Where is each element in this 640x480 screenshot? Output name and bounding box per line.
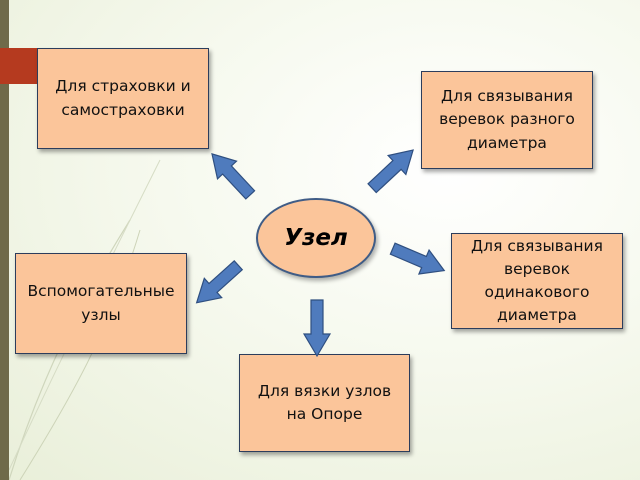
node-auxiliary: Вспомогательные узлы — [15, 253, 187, 354]
node-insurance-label: Для страховки и самостраховки — [55, 77, 191, 119]
accent-block — [0, 48, 38, 84]
node-support: Для вязки узлов на Опоре — [239, 354, 410, 452]
arrow-to-different-diameter — [362, 139, 423, 199]
node-same-diameter: Для связывания веревок одинакового диаме… — [451, 233, 623, 329]
node-different-diameter-label: Для связывания веревок разного диаметра — [439, 87, 575, 152]
node-support-label: Для вязки узлов на Опоре — [257, 381, 392, 423]
arrow-to-same-diameter — [387, 236, 450, 284]
node-auxiliary-label: Вспомогательные узлы — [27, 282, 175, 324]
arrow-to-auxiliary — [187, 254, 248, 313]
arrow-to-support — [303, 299, 331, 357]
center-node-knot: Узел — [256, 198, 376, 278]
node-same-diameter-label: Для связывания веревок одинакового диаме… — [471, 236, 603, 325]
left-bar — [0, 0, 9, 480]
node-different-diameter: Для связывания веревок разного диаметра — [421, 71, 593, 169]
center-node-label: Узел — [284, 225, 348, 251]
node-insurance: Для страховки и самостраховки — [37, 48, 209, 149]
arrow-to-insurance — [201, 144, 261, 205]
